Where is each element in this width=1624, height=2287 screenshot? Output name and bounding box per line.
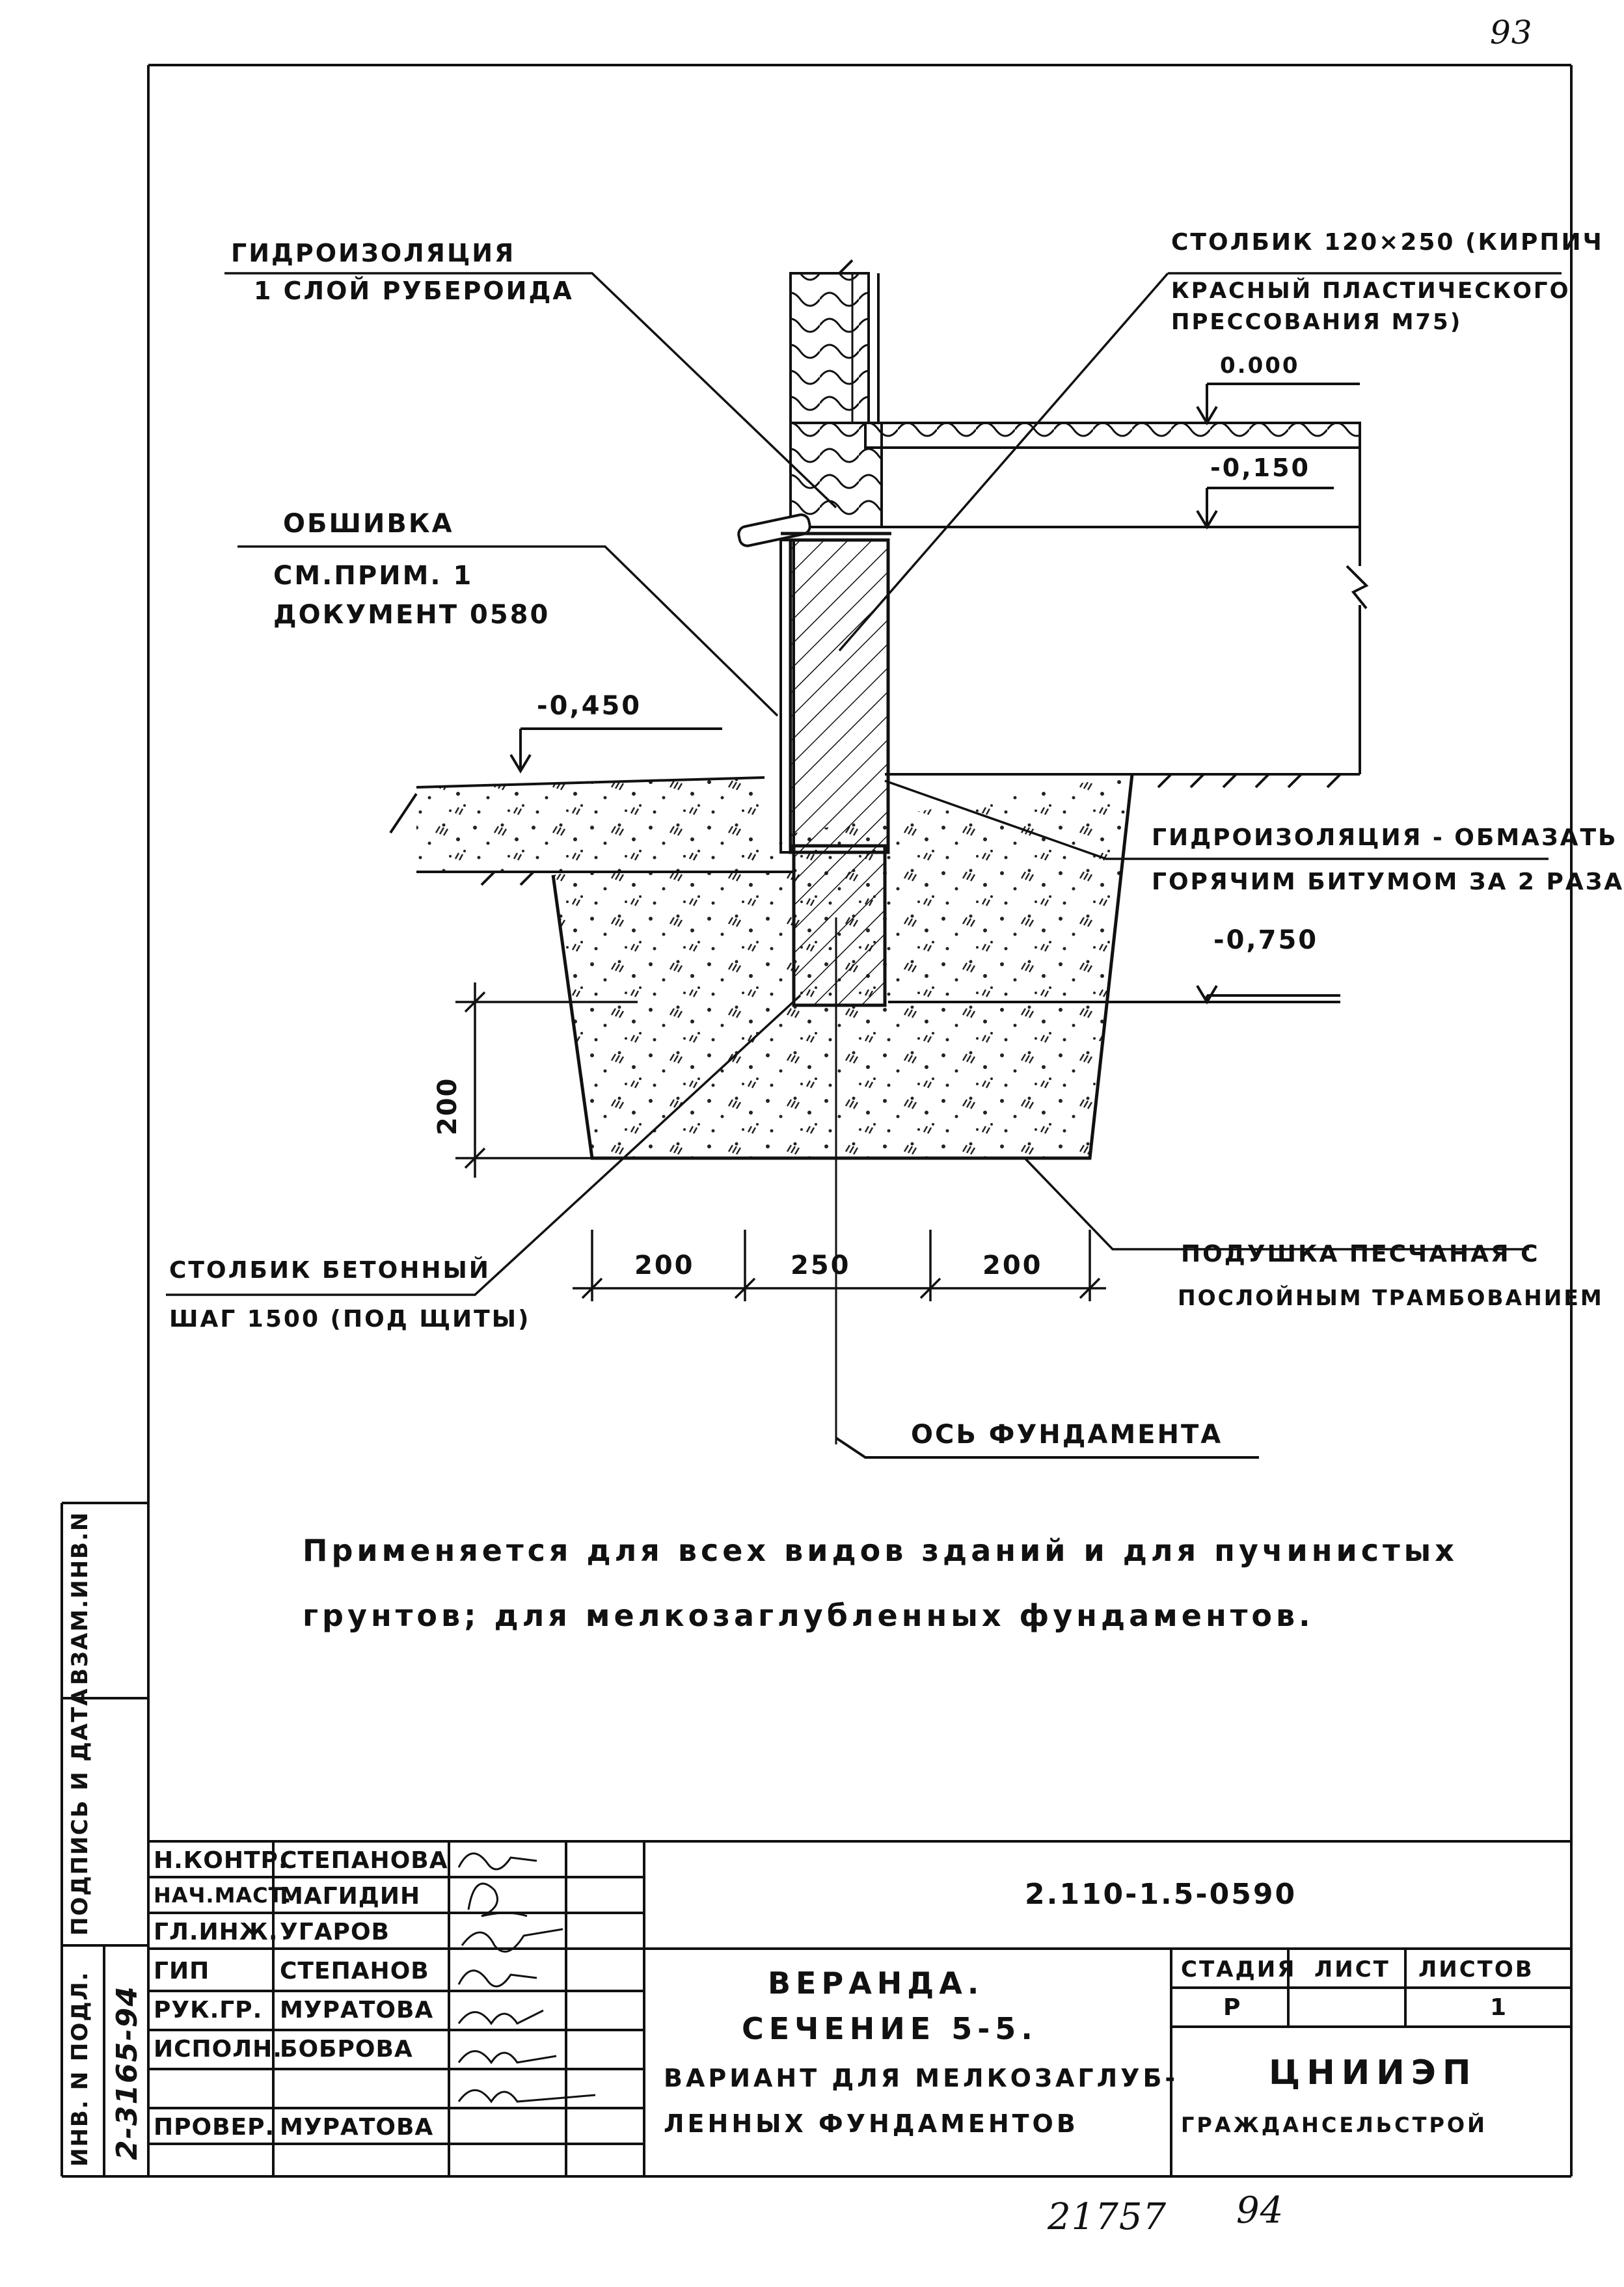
role-prover: ПРОВЕР. [154,2114,275,2141]
side-stamp-inv-no: ИНВ. N ПОДЛ. [67,1971,93,2167]
dim-left-200: 200 [634,1251,695,1280]
role-gl-inzh: ГЛ.ИНЖ. [154,1919,278,1945]
foundation-axis-label: ОСЬ ФУНДАМЕНТА [911,1420,1223,1450]
dimension-lines [455,982,1106,1301]
side-stamp-vzam: ВЗАМ.ИНВ.N [67,1511,93,1685]
brick-post-grade: ПРЕССОВАНИЯ М75) [1171,309,1463,335]
wall-column [737,259,891,547]
role-nach-mast: НАЧ.МАСТ. [154,1883,292,1908]
sheet-header: ЛИСТ [1314,1956,1390,1983]
name-gip: СТЕПАНОВ [280,1958,429,1984]
leader-lines [166,272,1562,1296]
side-stamp-inv-value: 2-3165-94 [111,1985,144,2160]
name-n-kontr: СТЕПАНОВА [280,1847,448,1874]
role-ruk-gr: РУК.ГР. [154,1997,263,2023]
sheets-value: 1 [1490,1994,1509,2021]
side-stamp-frame [61,1502,148,2176]
stage-header: СТАДИЯ [1181,1956,1297,1983]
floor-structure [864,422,1369,774]
document-code: 2.110-1.5-0590 [1025,1878,1297,1911]
side-stamp-sign-date: ПОДПИСЬ И ДАТА [67,1687,93,1936]
name-ruk-gr: МУРАТОВА [280,1997,434,2023]
role-n-kontr: Н.КОНТР. [154,1847,288,1874]
application-note-line1: Применяется для всех видов зданий и для … [303,1533,1458,1568]
organization-subtitle: ГРАЖДАНСЕЛЬСТРОЙ [1181,2113,1487,2137]
stage-value: Р [1223,1994,1243,2021]
cladding-note-ref: СМ.ПРИМ. 1 [273,561,474,591]
sheet-title-line2: СЕЧЕНИЕ 5-5. [742,2011,1038,2046]
axis-leader [835,1437,1259,1459]
bitumen-waterproof-detail: ГОРЯЧИМ БИТУМОМ ЗА 2 РАЗА [1152,869,1624,895]
sheet-title-line1: ВЕРАНДА. [768,1966,984,2001]
name-prover: МУРАТОВА [280,2114,434,2141]
signature-marks [457,1852,596,2104]
archive-number: 21757 [1048,2196,1167,2238]
dim-middle-250: 250 [791,1251,851,1280]
sheets-header: ЛИСТОВ [1418,1956,1534,1983]
organization-name: ЦНИИЭП [1269,2053,1478,2092]
waterproof-top-label: ГИДРОИЗОЛЯЦИЯ [231,239,516,267]
waterproof-top-detail: 1 СЛОЙ РУБЕРОИДА [254,277,574,305]
sheet-title-line3: ВАРИАНТ ДЛЯ МЕЛКОЗАГЛУБ- [664,2064,1179,2092]
concrete-post-step: ШАГ 1500 (ПОД ЩИТЫ) [169,1306,531,1333]
cladding-document-ref: ДОКУМЕНТ 0580 [273,600,550,630]
name-ispoln: БОБРОВА [280,2036,413,2063]
sand-cushion-label: ПОДУШКА ПЕСЧАНАЯ С [1181,1241,1540,1267]
level-0150: -0,150 [1210,453,1310,482]
role-ispoln: ИСПОЛН. [154,2036,282,2063]
sand-cushion-detail: ПОСЛОЙНЫМ ТРАМБОВАНИЕМ [1178,1285,1604,1310]
page-number: 93 [1490,14,1533,51]
title-block-grid [148,1840,1571,2176]
concrete-post [792,844,887,1007]
role-gip: ГИП [154,1958,210,1984]
brick-post-material: КРАСНЫЙ ПЛАСТИЧЕСКОГО [1171,278,1571,304]
sheet-frame [62,64,1573,2178]
sheet-archive-page: 94 [1236,2189,1284,2232]
sheet-title-line4: ЛЕННЫХ ФУНДАМЕНТОВ [664,2109,1079,2138]
brick-post-label: СТОЛБИК 120×250 (КИРПИЧ [1171,229,1604,256]
concrete-post-label: СТОЛБИК БЕТОННЫЙ [169,1257,491,1284]
name-gl-inzh: УГАРОВ [280,1919,390,1945]
bitumen-waterproof-label: ГИДРОИЗОЛЯЦИЯ - ОБМАЗАТЬ [1152,824,1618,851]
application-note-line2: грунтов; для мелкозаглубленных фундамент… [303,1598,1314,1633]
level-markers [509,383,1360,1005]
level-0450: -0,450 [537,691,642,721]
dim-right-200: 200 [982,1251,1043,1280]
level-0750: -0,750 [1213,925,1319,955]
cladding-label: ОБШИВКА [283,509,454,539]
brick-post [779,538,890,854]
dim-height-200: 200 [433,1077,463,1136]
name-nach-mast: МАГИДИН [280,1883,421,1910]
level-0000: 0.000 [1220,353,1300,379]
